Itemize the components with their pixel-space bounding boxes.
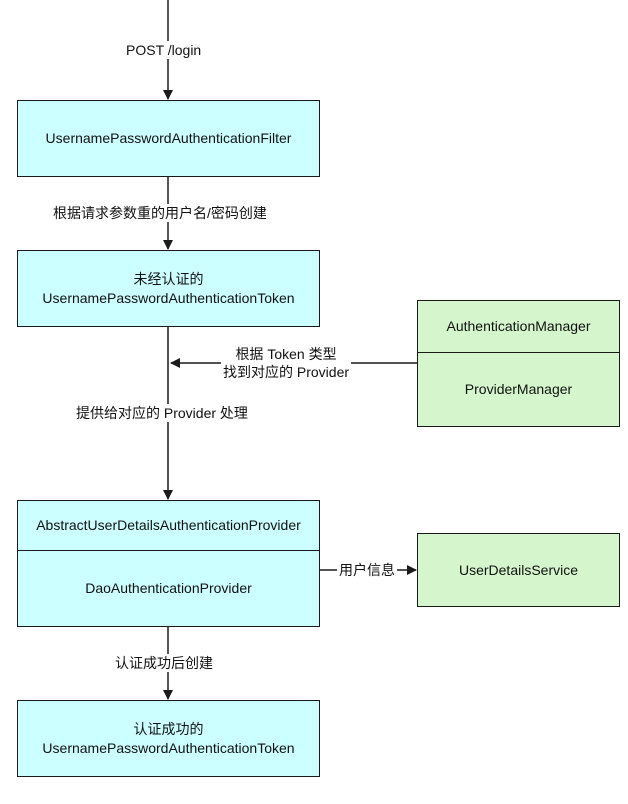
edge-label-create-token: 根据请求参数重的用户名/密码创建 — [51, 204, 269, 222]
provider-manager-cell: ProviderManager — [418, 353, 619, 426]
user-details-service-node: UserDetailsService — [417, 533, 620, 607]
abstract-provider-cell: AbstractUserDetailsAuthenticationProvide… — [18, 501, 319, 551]
edge-label-find-provider-line2: 找到对应的 Provider — [223, 364, 350, 380]
edge-label-user-info: 用户信息 — [337, 561, 397, 579]
dao-provider-cell: DaoAuthenticationProvider — [18, 551, 319, 626]
auth-manager-label: AuthenticationManager — [446, 318, 591, 334]
edge-label-hand-to-provider: 提供给对应的 Provider 处理 — [74, 404, 250, 422]
auth-manager-node: AuthenticationManager ProviderManager — [417, 300, 620, 427]
unauth-token-line2: UsernamePasswordAuthenticationToken — [42, 289, 295, 306]
provider-node: AbstractUserDetailsAuthenticationProvide… — [17, 500, 320, 627]
auth-manager-cell: AuthenticationManager — [418, 301, 619, 353]
unauth-token-line1: 未经认证的 — [133, 270, 204, 287]
auth-token-line2: UsernamePasswordAuthenticationToken — [42, 739, 295, 756]
edge-label-create-auth-token: 认证成功后创建 — [113, 654, 215, 672]
auth-token-node: 认证成功的 UsernamePasswordAuthenticationToke… — [17, 700, 320, 777]
provider-manager-label: ProviderManager — [464, 381, 573, 397]
auth-token-line1: 认证成功的 — [133, 720, 204, 737]
user-details-service-label: UserDetailsService — [458, 561, 579, 578]
filter-node-label: UsernamePasswordAuthenticationFilter — [45, 130, 292, 146]
edge-label-find-provider: 根据 Token 类型 找到对应的 Provider — [221, 345, 352, 381]
unauth-token-node: 未经认证的 UsernamePasswordAuthenticationToke… — [17, 250, 320, 327]
abstract-provider-label: AbstractUserDetailsAuthenticationProvide… — [36, 517, 301, 533]
edge-label-post-login: POST /login — [124, 41, 204, 59]
edge-label-find-provider-line1: 根据 Token 类型 — [235, 346, 337, 362]
dao-provider-label: DaoAuthenticationProvider — [85, 580, 252, 596]
filter-node: UsernamePasswordAuthenticationFilter — [17, 100, 320, 177]
